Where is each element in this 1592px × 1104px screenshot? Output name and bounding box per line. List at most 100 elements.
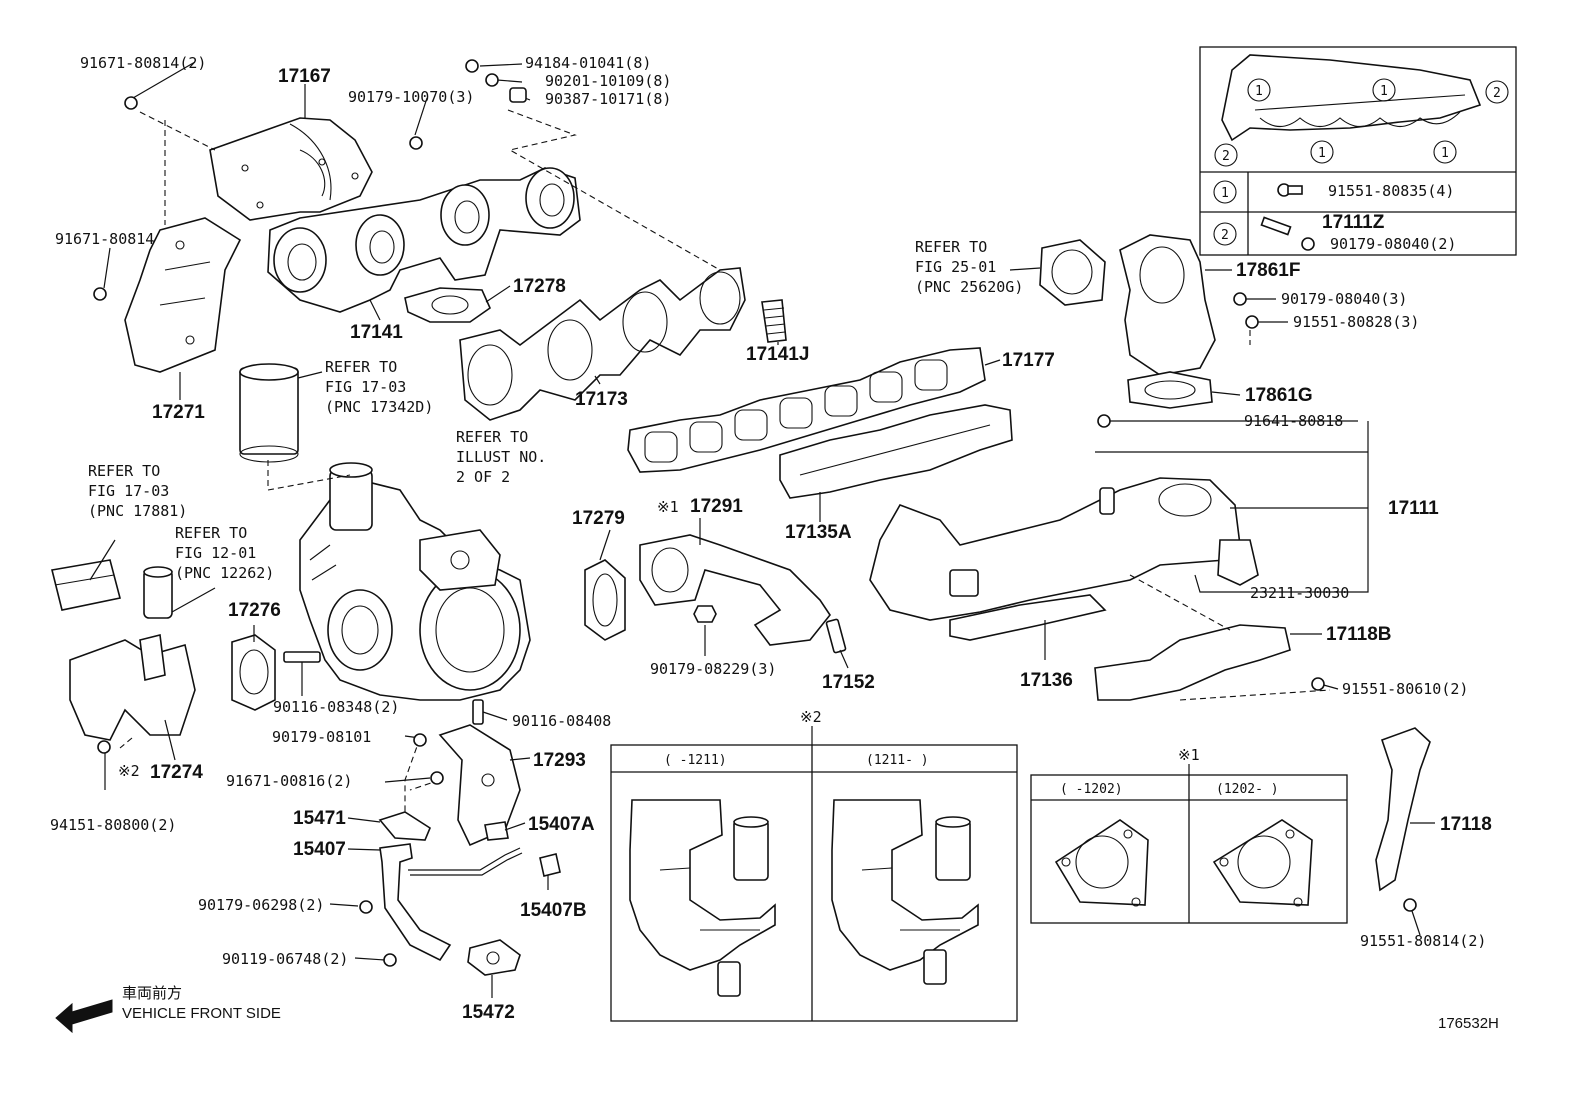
label-90179-10070: 90179-10070(3) (348, 88, 474, 106)
variant-1-left-range: ( -1202) (1060, 782, 1123, 797)
nut-90179-08229 (693, 605, 717, 623)
refer-25620g-l3: (PNC 25620G) (915, 278, 1023, 296)
label-17118: 17118 (1440, 814, 1492, 835)
refer-25620g-l1: REFER TO (915, 238, 987, 256)
inset-circle-1b: 1 (1380, 84, 1388, 99)
inset-circle-2a: 2 (1493, 86, 1501, 101)
outlet-17861f (1119, 234, 1216, 376)
label-17173: 17173 (575, 389, 628, 410)
label-17141: 17141 (350, 322, 403, 343)
stud-17141j (761, 299, 787, 343)
label-17291: 17291 (690, 496, 743, 517)
refer-17881-l3: (PNC 17881) (88, 502, 187, 520)
exhaust-manifold-17141 (267, 167, 581, 313)
variant-box-2: ※2 ( -1211) (1211- ) (610, 708, 1018, 1022)
label-17278: 17278 (513, 276, 566, 297)
label-91551-80814: 91551-80814(2) (1360, 932, 1486, 950)
variant-1-right-range: (1202- ) (1216, 782, 1279, 797)
intake-gasket-17177 (627, 347, 986, 473)
bracket-17293 (438, 724, 521, 847)
plug-15407b (539, 853, 561, 877)
union-15407a (484, 821, 509, 841)
label-90179-08229: 90179-08229(3) (650, 660, 776, 678)
heat-insulator-17167 (209, 117, 373, 221)
label-15471: 15471 (293, 808, 346, 829)
stud-90116-08348 (283, 651, 321, 663)
label-17276: 17276 (228, 600, 281, 621)
gasket-17278 (404, 287, 491, 323)
vacuum-hose-12262 (143, 566, 173, 619)
label-17861g: 17861G (1245, 385, 1313, 406)
label-91551-80828: 91551-80828(3) (1293, 313, 1419, 331)
gasket-15472 (467, 939, 521, 976)
inset-row1-part: 91551-80835(4) (1328, 182, 1454, 200)
label-90179-06298: 90179-06298(2) (198, 896, 324, 914)
gasket-17861g (1127, 371, 1213, 409)
refer-17342d-l3: (PNC 17342D) (325, 398, 433, 416)
label-15472: 15472 (462, 1002, 515, 1023)
intake-cover-17135a (779, 404, 1013, 499)
label-91671-00816: 91671-00816(2) (226, 772, 352, 790)
label-90179-08040-3: 90179-08040(3) (1281, 290, 1407, 308)
variant-1-mark: ※1 (1178, 746, 1200, 764)
refer-17881-l1: REFER TO (88, 462, 160, 480)
inset-row2-key: 2 (1221, 228, 1229, 243)
turbocharger-assembly (299, 462, 531, 701)
label-17274: 17274 (150, 762, 203, 783)
inset-row2-part-b: 90179-08040(2) (1330, 235, 1456, 253)
mark-2-label: ※2 (118, 762, 140, 780)
refer-17342d-l2: FIG 17-03 (325, 378, 406, 396)
bracket-17118 (1375, 727, 1431, 892)
gasket-25620g (1039, 239, 1106, 306)
arrow-left-icon (55, 999, 113, 1034)
assembly-lines (119, 109, 1331, 815)
manifold-gasket-17173 (459, 267, 746, 421)
label-94151-80800: 94151-80800(2) (50, 816, 176, 834)
variant-2-left-range: ( -1211) (664, 753, 727, 768)
variant-box-1: ※1 ( -1202) (1202- ) (1030, 746, 1348, 924)
label-17152: 17152 (822, 672, 875, 693)
gasket-17279 (584, 559, 626, 641)
label-17111: 17111 (1388, 498, 1439, 519)
refer-17342d-l1: REFER TO (325, 358, 397, 376)
heat-insulator-17271 (124, 217, 242, 373)
label-17293: 17293 (533, 750, 586, 771)
mark-1-label: ※1 (657, 498, 679, 516)
figure-code: 176532H (1438, 1015, 1499, 1032)
inset-row1-key: 1 (1221, 186, 1229, 201)
refer-12262-l3: (PNC 12262) (175, 564, 274, 582)
label-90116-08408: 90116-08408 (512, 712, 611, 730)
gasket-15471 (378, 811, 431, 841)
front-side-jp: 車両前方 (122, 985, 182, 1002)
inset-circle-1d: 1 (1441, 146, 1449, 161)
label-91641-80818: 91641-80818 (1244, 412, 1343, 430)
bracket-17118b (1094, 624, 1291, 701)
pipe-sleeve (239, 363, 299, 463)
fasteners (93, 59, 1417, 967)
stud-90116-08408 (472, 699, 484, 725)
label-15407b: 15407B (520, 900, 587, 921)
intake-manifold-17111 (869, 477, 1259, 621)
gasket-17136 (949, 594, 1107, 641)
refer-25620g-l2: FIG 25-01 (915, 258, 996, 276)
label-91551-80610: 91551-80610(2) (1342, 680, 1468, 698)
inset-circle-2b: 2 (1222, 149, 1230, 164)
label-15407a: 15407A (528, 814, 595, 835)
labels: 91671-80814(2) 17167 90179-10070(3) 9418… (50, 54, 1492, 1023)
gasket-17276 (231, 634, 276, 711)
inset-row2-part-a: 17111Z (1322, 212, 1385, 233)
exhaust-pipe-17291 (639, 534, 831, 646)
variant-2-right-range: (1211- ) (866, 753, 929, 768)
stud-17152 (825, 618, 847, 654)
label-17118b: 17118B (1326, 624, 1392, 645)
label-17861f: 17861F (1236, 260, 1300, 281)
refer-17881-l2: FIG 17-03 (88, 482, 169, 500)
front-side-en: VEHICLE FRONT SIDE (122, 1005, 281, 1022)
label-17177: 17177 (1002, 350, 1055, 371)
label-90387-10171: 90387-10171(8) (545, 90, 671, 108)
label-91671-80814: 91671-80814 (55, 230, 154, 248)
label-90119-06748: 90119-06748(2) (222, 950, 348, 968)
variant-2-mark: ※2 (800, 708, 822, 726)
air-hose-17881 (51, 559, 121, 611)
